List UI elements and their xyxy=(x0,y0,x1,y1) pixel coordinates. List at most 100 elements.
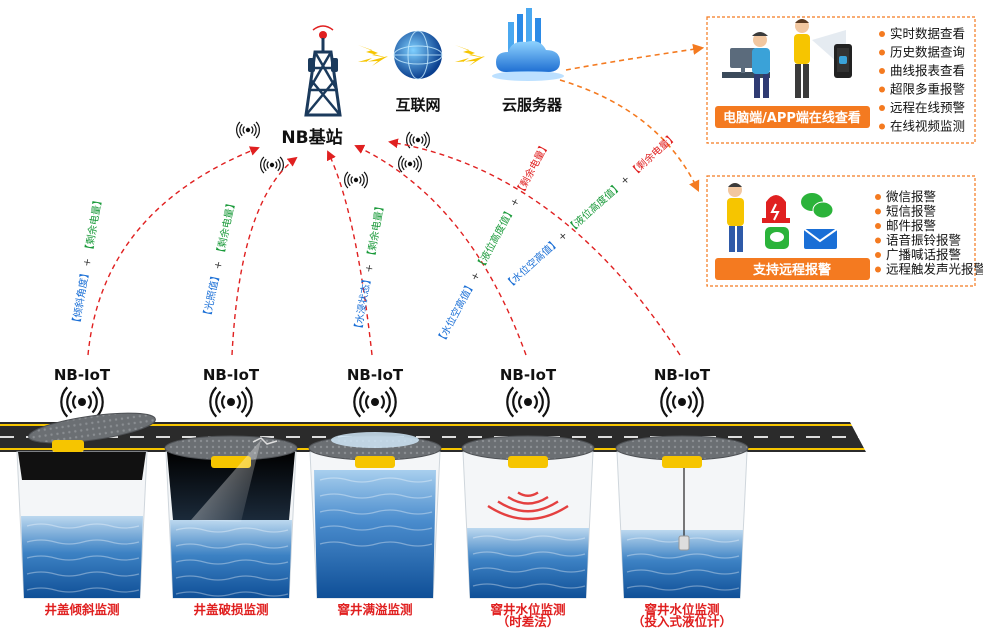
data-tag: 【光照值】 xyxy=(200,270,223,322)
ultrasonic-waves-icon xyxy=(487,491,569,521)
alarm-method-item: 广播喊话报警 xyxy=(886,247,961,262)
signal-waves-icon xyxy=(406,131,430,149)
email-icon xyxy=(803,228,838,249)
alarm-siren-icon xyxy=(762,195,790,223)
data-tag-group: 【倾斜角度】+ 【剩余电量】 xyxy=(69,194,105,328)
manhole-cover-icon xyxy=(615,435,749,468)
data-tag-group: 【水位空高值】+【液位高度值】+【剩余电量】 xyxy=(502,130,680,292)
data-tag: 【水位空高值】 xyxy=(502,235,563,292)
data-tag: 【剩余电量】 xyxy=(82,194,105,255)
node-caption-sub: （时差法） xyxy=(497,614,560,629)
person-at-computer-icon xyxy=(722,32,770,98)
signal-waves-icon xyxy=(60,386,104,418)
data-tag: 【剩余电量】 xyxy=(626,130,679,180)
node-caption: 窨井水位监测 xyxy=(644,602,719,617)
data-tag: 【倾斜角度】 xyxy=(69,267,92,328)
data-tag-group: 【水浸状态】+【剩余电量】 xyxy=(351,200,387,334)
nb-iot-label: NB-IoT xyxy=(203,366,260,384)
data-tag: 【水浸状态】 xyxy=(351,273,374,334)
manhole-cover-icon xyxy=(461,435,595,468)
alarm-method-item: 邮件报警 xyxy=(886,218,936,233)
manhole-cover-icon xyxy=(28,412,156,452)
globe-icon xyxy=(393,30,443,80)
wechat-icon xyxy=(801,193,834,219)
sensor-icon xyxy=(508,456,548,468)
alarm-method-item: 微信报警 xyxy=(886,189,936,204)
signal-waves-icon xyxy=(660,386,704,418)
data-tag: 【剩余电量】 xyxy=(364,200,387,261)
uplink-arrow xyxy=(388,138,681,356)
nb-iot-label: NB-IoT xyxy=(347,366,404,384)
bullet-icon xyxy=(879,123,885,130)
crack-icon xyxy=(252,437,278,445)
uplink-arrow xyxy=(87,146,260,356)
signal-waves-icon xyxy=(398,155,422,173)
bullet-icon xyxy=(875,266,881,273)
person-on-phone-icon xyxy=(727,183,744,252)
signal-waves-icon xyxy=(344,171,368,189)
message-icon xyxy=(765,227,789,249)
online-feature-item: 在线视频监测 xyxy=(890,119,965,134)
data-tag: 【剩余电量】 xyxy=(512,139,552,198)
alarm-method-item: 远程触发声光报警 xyxy=(886,262,983,277)
arrow-cloud-to-online-panel xyxy=(565,43,705,71)
data-tag: + xyxy=(469,270,483,283)
bullet-icon xyxy=(879,86,885,93)
uplink-arrow xyxy=(354,144,527,356)
nb-iot-label: NB-IoT xyxy=(654,366,711,384)
phone-app-icon xyxy=(834,44,852,78)
online-feature-item: 曲线报表查看 xyxy=(890,63,965,78)
node-caption: 井盖破损监测 xyxy=(193,602,268,617)
signal-waves-icon xyxy=(506,386,550,418)
online-feature-item: 远程在线预警 xyxy=(890,100,965,115)
sensor-icon xyxy=(662,456,702,468)
uplink-arrow xyxy=(231,156,298,356)
data-tag: + xyxy=(509,196,523,209)
remote-alarm-button-label: 支持远程报警 xyxy=(752,262,831,278)
water xyxy=(621,530,743,598)
water xyxy=(170,520,292,598)
online-view-button-label: 电脑端/APP端在线查看 xyxy=(723,110,861,126)
remote-alarm-button[interactable] xyxy=(715,258,870,280)
node-caption: 井盖倾斜监测 xyxy=(44,602,119,617)
overflow-water-icon xyxy=(331,432,419,448)
online-view-button[interactable] xyxy=(715,106,870,128)
alarm-method-item: 语音振铃报警 xyxy=(886,233,961,248)
water xyxy=(21,516,143,598)
signal-waves-icon xyxy=(260,156,284,174)
online-feature-item: 超限多重报警 xyxy=(890,82,965,97)
level-probe-icon xyxy=(678,535,690,551)
node-caption: 窨井水位监测 xyxy=(490,602,565,617)
bullet-icon xyxy=(879,31,885,37)
data-tag: 【液位高度值】 xyxy=(473,204,517,272)
bullet-icon xyxy=(879,68,885,74)
monitoring-nodes: 【倾斜角度】+【剩余电量】NB-IoT井盖倾斜监测【光照值】+【剩余电量】NB-… xyxy=(16,121,749,629)
cloud-server-icon xyxy=(492,8,564,81)
water xyxy=(314,470,436,598)
data-tag-group: 【水位空高值】+【液位高度值】+【剩余电量】 xyxy=(434,139,553,346)
bullet-icon xyxy=(875,237,881,244)
base-station-tower-icon xyxy=(304,25,342,117)
uplink-arrow xyxy=(326,150,373,356)
node-caption: 窨井满溢监测 xyxy=(337,602,412,617)
monitoring-node: 【倾斜角度】+ 【剩余电量】 NB-IoT 井盖倾斜监测 xyxy=(16,146,260,617)
signal-waves-icon xyxy=(209,386,253,418)
data-tag: 【液位高度值】 xyxy=(564,179,625,236)
bullet-icon xyxy=(875,194,881,200)
signal-waves-icon xyxy=(353,386,397,418)
bullet-icon xyxy=(879,105,885,111)
alarm-method-item: 短信报警 xyxy=(886,204,936,219)
data-tag: + xyxy=(82,257,94,267)
light-beam-icon xyxy=(191,440,261,522)
sensor-icon xyxy=(355,456,395,468)
cloud-server-label: 云服务器 xyxy=(502,96,563,114)
bullet-icon xyxy=(875,223,881,229)
bullet-icon xyxy=(879,49,885,56)
signal-waves-icon xyxy=(236,121,260,139)
base-station-label: NB基站 xyxy=(281,127,342,148)
data-tag-group: 【光照值】+【剩余电量】 xyxy=(200,197,238,321)
nb-iot-label: NB-IoT xyxy=(54,366,111,384)
